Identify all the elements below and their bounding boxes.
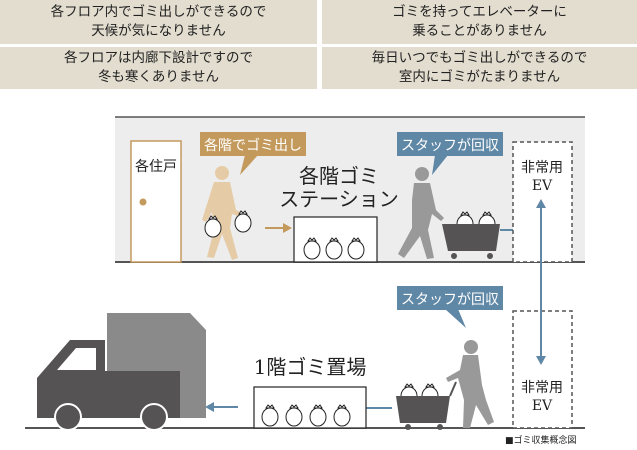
ev-lower-label: 非常用 xyxy=(521,380,563,396)
staff-callout-upper: スタッフが回収 xyxy=(397,132,503,175)
elevator-vertical-arrow-icon xyxy=(536,199,546,365)
benefit-line: 冬も寒くありません xyxy=(97,69,220,85)
door-label: 各住戸 xyxy=(135,159,177,175)
benefit-corridor: 各フロアは内廊下設計ですので 冬も寒くありません xyxy=(0,47,317,89)
benefit-weather: 各フロア内でゴミ出しができるので 天候が気になりません xyxy=(0,0,317,44)
garbage-truck-icon xyxy=(37,313,206,431)
benefit-line: 各フロア内でゴミ出しができるので xyxy=(50,4,267,20)
benefit-elevator: ゴミを持ってエレベーターに 乗ることがありません xyxy=(322,0,637,44)
benefit-line: 毎日いつでもゴミ出しができるので xyxy=(371,50,588,66)
benefit-line: 天候が気になりません xyxy=(91,23,226,39)
ground-garbage-storage: 1階ゴミ置場 xyxy=(253,355,367,429)
arrow-to-station-icon xyxy=(265,223,292,233)
door-knob-icon xyxy=(139,198,147,206)
staff-figure-icon xyxy=(398,167,444,259)
staff-callout-lower-text: スタッフが回収 xyxy=(401,292,499,308)
ground-storage-title: 1階ゴミ置場 xyxy=(254,355,367,379)
station-title-line1: 各階ゴミ xyxy=(299,164,379,188)
staff-callout-lower: スタッフが回収 xyxy=(397,286,503,328)
benefit-line: 室内にゴミがたまりません xyxy=(398,69,561,85)
ev-upper-sublabel: EV xyxy=(532,178,553,194)
resident-figure-icon xyxy=(202,166,248,260)
cart-upper-icon xyxy=(442,211,500,259)
staff-callout-upper-text: スタッフが回収 xyxy=(401,138,499,154)
benefit-line: 各フロアは内廊下設計ですので xyxy=(64,50,253,66)
floor-garbage-station: 各階ゴミ ステーション xyxy=(279,164,399,263)
unit-door: 各住戸 xyxy=(130,140,182,263)
resident-callout-text: 各階でゴミ出し xyxy=(204,137,302,154)
ev-upper-label: 非常用 xyxy=(521,160,563,176)
station-title-line2: ステーション xyxy=(279,187,399,211)
staff-figure-lower-icon xyxy=(446,340,494,428)
ev-lower-sublabel: EV xyxy=(532,398,553,414)
benefit-line: 乗ることがありません xyxy=(412,23,547,39)
benefit-anytime: 毎日いつでもゴミ出しができるので 室内にゴミがたまりません xyxy=(322,47,637,89)
diagram-caption: ■ゴミ収集概念図 xyxy=(505,434,577,446)
resident-callout: 各階でゴミ出し xyxy=(200,132,306,175)
cart-lower-icon xyxy=(396,381,457,430)
emergency-ev-lower: 非常用 EV xyxy=(512,310,573,429)
benefit-line: ゴミを持ってエレベーターに xyxy=(392,4,567,20)
arrow-to-truck-icon xyxy=(205,402,238,412)
